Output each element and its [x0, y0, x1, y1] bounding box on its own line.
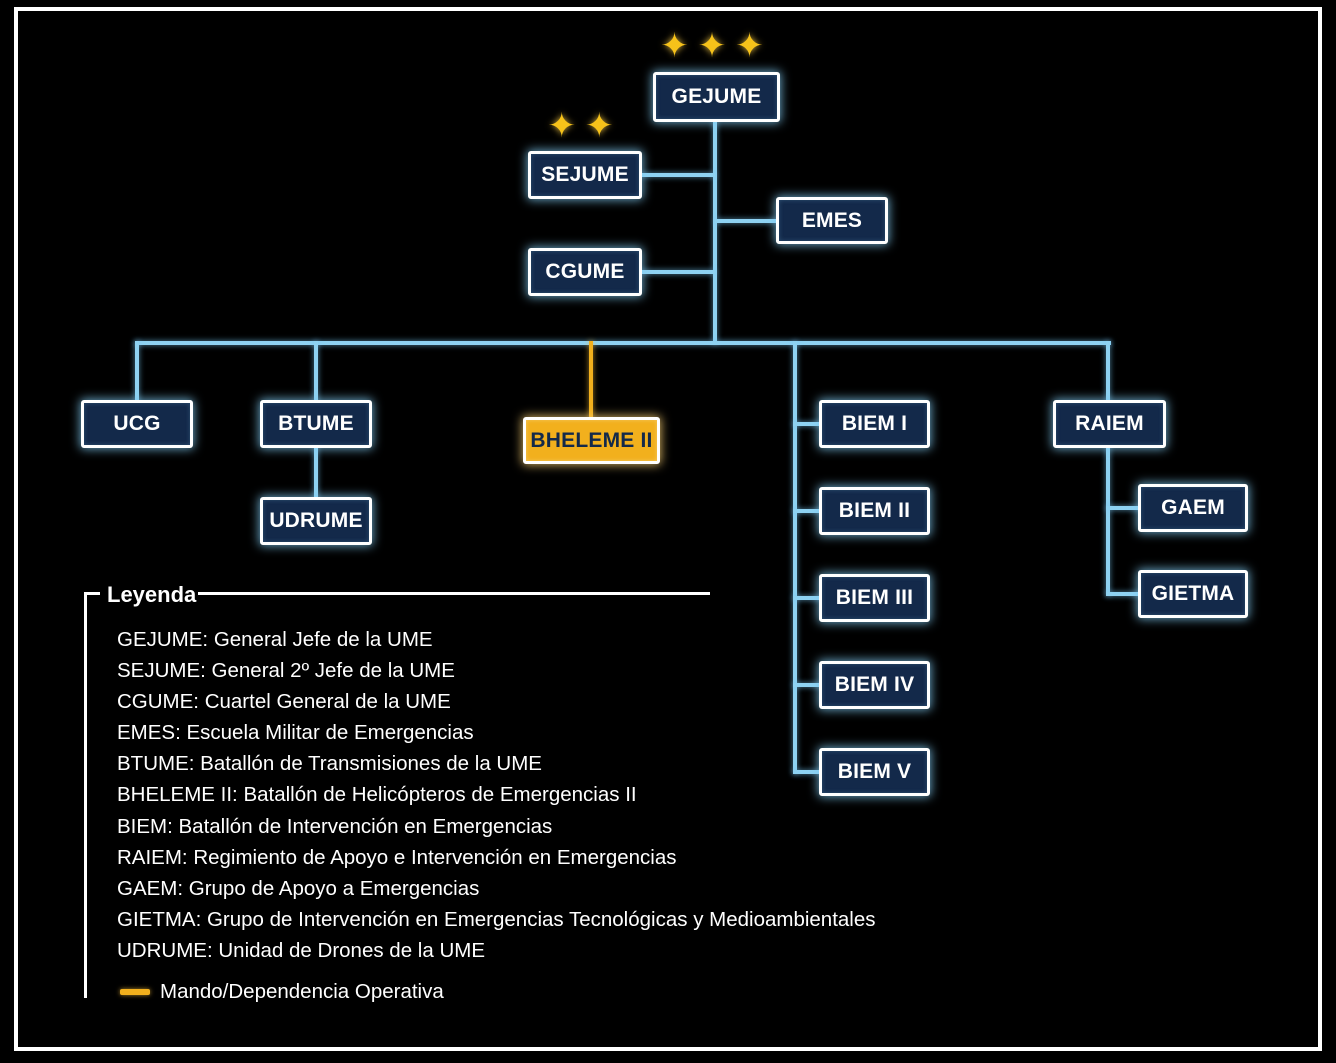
org-node-biem-i: BIEM I [819, 400, 930, 448]
org-node-emes: EMES [776, 197, 888, 244]
org-node-btume: BTUME [260, 400, 372, 448]
connector-gejume-trunk [713, 120, 717, 344]
connector-biem-i-stub [793, 422, 823, 426]
connector-emes [715, 219, 778, 223]
connector-raiem-spine [1106, 446, 1110, 596]
org-node-biem-iv: BIEM IV [819, 661, 930, 709]
org-node-bheleme-ii: BHELEME II [523, 417, 660, 464]
operational-line-swatch-icon [120, 989, 150, 995]
legend-item-raiem: RAIEM: Regimiento de Apoyo e Intervenció… [117, 845, 677, 869]
legend-items: GEJUME: General Jefe de la UME SEJUME: G… [117, 624, 876, 966]
connector-biem-iv-stub [793, 683, 823, 687]
org-node-biem-iii: BIEM III [819, 574, 930, 622]
legend-title: Leyenda [107, 582, 197, 607]
legend-title-tick [84, 592, 100, 595]
org-node-sejume: SEJUME [528, 151, 642, 199]
legend-title-rule [198, 592, 710, 595]
connector-ucg-drop [135, 341, 139, 403]
legend-item-gejume: GEJUME: General Jefe de la UME [117, 628, 433, 651]
legend-item-btume: BTUME: Batallón de Transmisiones de la U… [117, 752, 542, 776]
connector-bheleme-operational-drop [589, 341, 593, 420]
org-node-raiem: RAIEM [1053, 400, 1166, 448]
org-node-gietma: GIETMA [1138, 570, 1248, 618]
connector-gietma-stub [1106, 592, 1142, 596]
connector-biem-iii-stub [793, 596, 823, 600]
legend-item-emes: EMES: Escuela Militar de Emergencias [117, 721, 474, 745]
operational-line-label: Mando/Dependencia Operativa [160, 980, 444, 1003]
org-node-gaem: GAEM [1138, 484, 1248, 532]
connector-biem-ii-stub [793, 509, 823, 513]
legend-item-bheleme-ii: BHELEME II: Batallón de Helicópteros de … [117, 783, 637, 807]
legend-item-sejume: SEJUME: General 2º Jefe de la UME [117, 659, 455, 683]
connector-gaem-stub [1106, 506, 1142, 510]
legend-item-cgume: CGUME: Cuartel General de la UME [117, 690, 451, 714]
org-node-udrume: UDRUME [260, 497, 372, 545]
org-node-gejume: GEJUME [653, 72, 780, 122]
legend-left-rule [84, 592, 87, 998]
connector-btume-udrume [314, 446, 318, 500]
org-node-cgume: CGUME [528, 248, 642, 296]
gejume-rank-stars-icon: ✦✦✦ [660, 27, 773, 65]
legend-item-gietma: GIETMA: Grupo de Intervención en Emergen… [117, 907, 876, 931]
sejume-rank-stars-icon: ✦✦ [547, 107, 623, 145]
org-node-ucg: UCG [81, 400, 193, 448]
org-node-biem-ii: BIEM II [819, 487, 930, 535]
org-node-biem-v: BIEM V [819, 748, 930, 796]
connector-raiem-drop [1106, 341, 1110, 403]
connector-btume-drop [314, 341, 318, 403]
legend-item-udrume: UDRUME: Unidad de Drones de la UME [117, 938, 485, 962]
connector-biem-v-stub [793, 770, 823, 774]
connector-main-bus [135, 341, 1111, 345]
legend-item-gaem: GAEM: Grupo de Apoyo a Emergencias [117, 876, 480, 900]
connector-sejume [640, 173, 715, 177]
legend-item-biem: BIEM: Batallón de Intervención en Emerge… [117, 814, 553, 838]
connector-cgume [640, 270, 715, 274]
legend-operational-row: Mando/Dependencia Operativa [120, 980, 444, 1004]
connector-biem-spine [793, 341, 797, 774]
